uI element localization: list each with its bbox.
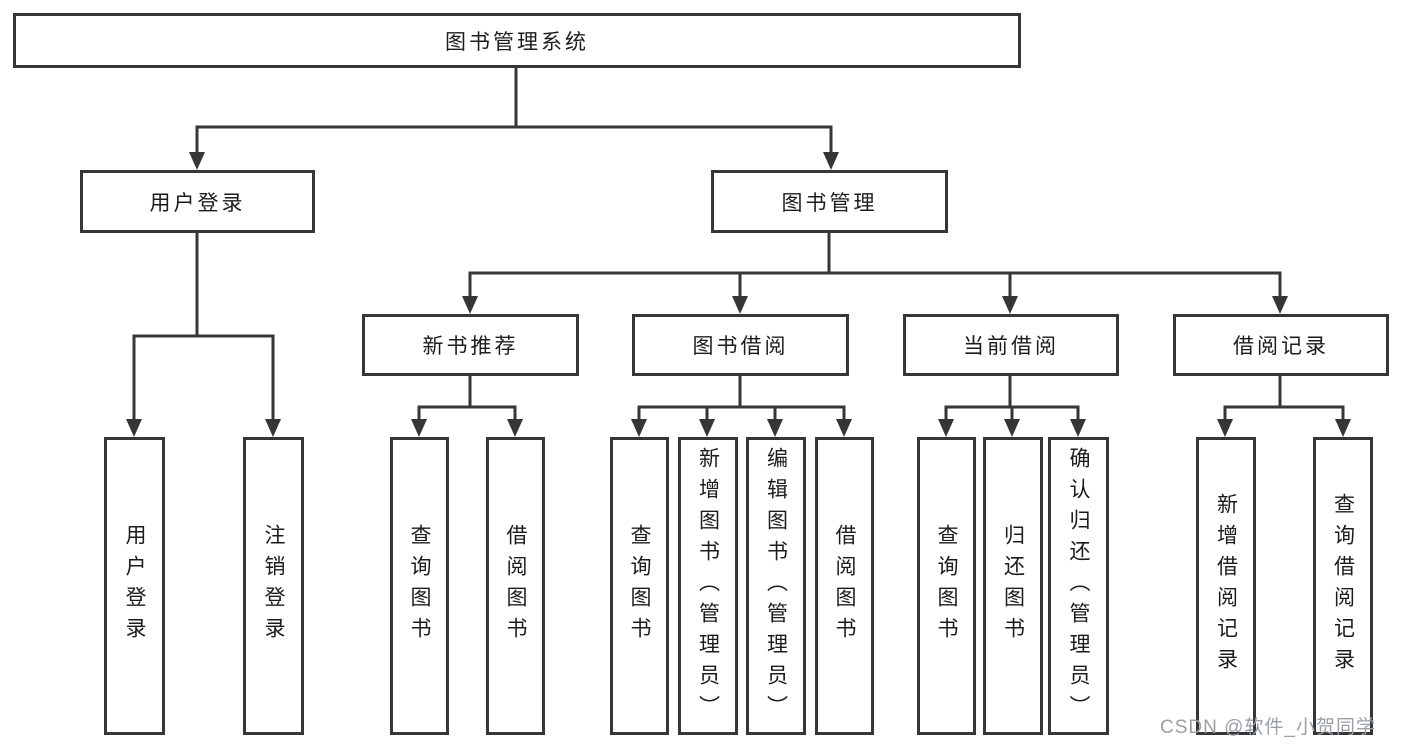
node-new-book-recommend: 新书推荐 (362, 314, 579, 376)
connector-sec4-rail (1223, 405, 1345, 423)
leaf-borrow-books: 借阅图书 (815, 437, 874, 735)
arrow-down-icon (938, 419, 954, 437)
arrow-down-icon (507, 419, 523, 437)
arrow-down-icon (1272, 296, 1288, 314)
connector-login-rail (132, 334, 275, 423)
csdn-watermark: CSDN @软件_小贺同学 (1160, 717, 1376, 738)
leaf-edit-books-admin: 编辑图书（管理员） (746, 437, 806, 735)
arrow-down-icon (265, 419, 281, 437)
arrow-down-icon (411, 419, 427, 437)
arrow-down-icon (699, 419, 715, 437)
connector-sec3-rail (944, 405, 1080, 423)
arrow-down-icon (1335, 419, 1351, 437)
leaf-confirm-return-admin: 确认归还（管理员） (1048, 437, 1109, 735)
arrow-down-icon (732, 296, 748, 314)
node-user-login: 用户登录 (80, 170, 315, 233)
leaf-logout: 注销登录 (243, 437, 304, 735)
connector-mgmt-rail (468, 271, 1282, 300)
node-book-borrowing: 图书借阅 (632, 314, 849, 376)
arrow-down-icon (1002, 296, 1018, 314)
leaf-query-books: 查询图书 (610, 437, 669, 735)
node-current-borrowing: 当前借阅 (903, 314, 1119, 376)
arrow-down-icon (189, 152, 205, 170)
node-root-system: 图书管理系统 (13, 13, 1021, 68)
leaf-user-login: 用户登录 (104, 437, 165, 735)
arrow-down-icon (126, 419, 142, 437)
connector-root-rail (195, 125, 833, 156)
node-borrowing-records: 借阅记录 (1173, 314, 1389, 376)
arrow-down-icon (767, 419, 783, 437)
node-book-management: 图书管理 (711, 170, 948, 233)
connector-sec2-rail (637, 405, 846, 423)
leaf-add-borrow-record: 新增借阅记录 (1196, 437, 1256, 735)
arrow-down-icon (823, 152, 839, 170)
arrow-down-icon (462, 296, 478, 314)
leaf-query-books: 查询图书 (917, 437, 976, 735)
arrow-down-icon (631, 419, 647, 437)
leaf-add-books-admin: 新增图书（管理员） (678, 437, 738, 735)
arrow-down-icon (836, 419, 852, 437)
arrow-down-icon (1070, 419, 1086, 437)
leaf-return-books: 归还图书 (983, 437, 1043, 735)
leaf-borrow-books: 借阅图书 (486, 437, 545, 735)
arrow-down-icon (1217, 419, 1233, 437)
leaf-query-borrow-record: 查询借阅记录 (1313, 437, 1373, 735)
arrow-down-icon (1004, 419, 1020, 437)
leaf-query-books: 查询图书 (390, 437, 449, 735)
connector-sec1-rail (417, 405, 517, 423)
